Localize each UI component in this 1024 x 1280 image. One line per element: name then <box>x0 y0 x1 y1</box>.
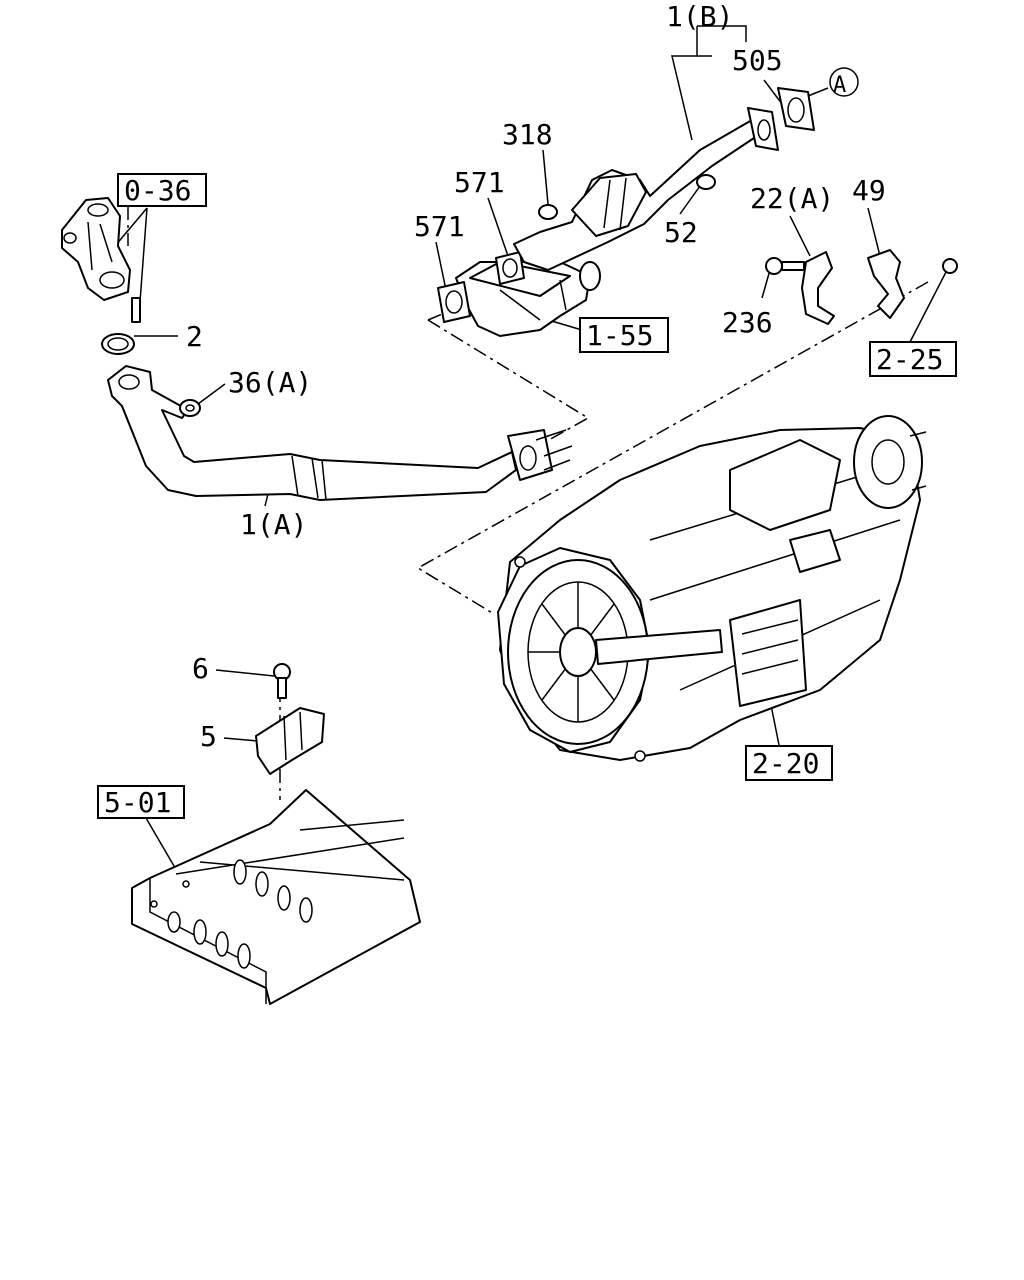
muffler-assembly <box>437 251 601 337</box>
ref-2-20: 2-20 <box>752 747 819 780</box>
callout-6: 6 <box>192 652 209 685</box>
gasket-ring <box>101 333 135 355</box>
transmission-assembly <box>497 415 927 762</box>
chassis-frame <box>131 789 421 1005</box>
callout-labels: 1(B) 505 318 571 571 52 22(A) 49 236 2 3… <box>186 0 886 753</box>
reference-boxes: 0-36 1-55 2-25 2-20 5-01 <box>97 173 957 819</box>
ref-5-01: 5-01 <box>104 786 171 819</box>
exhaust-manifold <box>61 197 141 323</box>
callout-52: 52 <box>664 216 698 249</box>
callout-22a: 22(A) <box>750 182 834 215</box>
callout-1b: 1(B) <box>666 0 733 33</box>
callout-571-upper: 571 <box>454 166 505 199</box>
callout-36a: 36(A) <box>228 366 312 399</box>
pipe-clamps <box>765 249 958 325</box>
callout-236: 236 <box>722 306 773 339</box>
callout-1a: 1(A) <box>240 508 307 541</box>
callout-571-lower: 571 <box>414 210 465 243</box>
mounting-bracket <box>255 663 325 775</box>
reference-circle <box>829 67 859 97</box>
callout-49: 49 <box>852 174 886 207</box>
middle-exhaust-pipe <box>513 87 815 271</box>
callout-318: 318 <box>502 118 553 151</box>
ref-0-36: 0-36 <box>124 174 191 207</box>
front-exhaust-pipe <box>107 365 573 501</box>
callout-505: 505 <box>732 44 783 77</box>
callout-a: A <box>833 73 846 98</box>
callout-5: 5 <box>200 720 217 753</box>
ref-2-25: 2-25 <box>876 343 943 376</box>
callout-2: 2 <box>186 320 203 353</box>
ref-1-55: 1-55 <box>586 319 653 352</box>
